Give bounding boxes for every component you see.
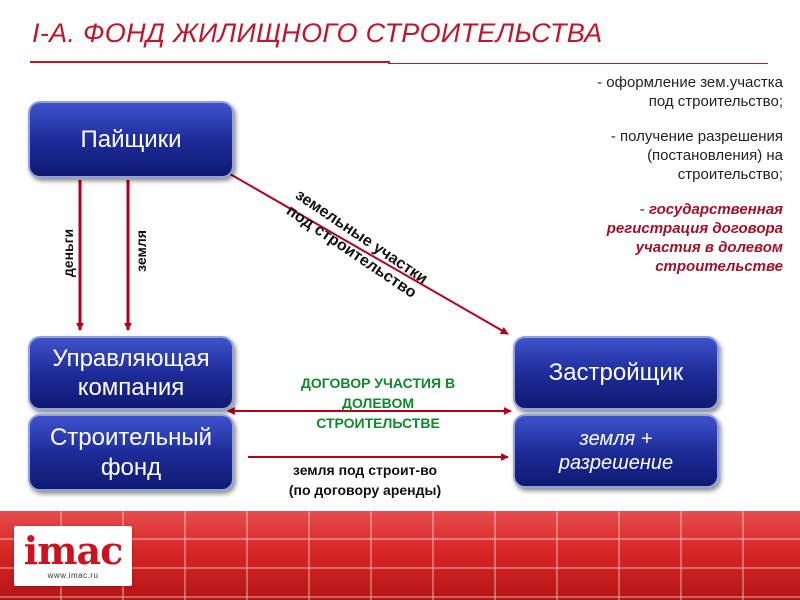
note-highlight: участия в долевом (635, 239, 783, 256)
note-line: под строительство; (648, 93, 783, 110)
box-land-permit: земля + разрешение (513, 414, 719, 488)
note-line: строительство; (677, 166, 783, 183)
title-underline-thin (388, 63, 768, 64)
note-item-land: - оформление зем.участка под строительст… (555, 73, 783, 111)
imac-logo: imac www.imac.ru (14, 526, 132, 586)
box-developer: Застройщик (513, 336, 719, 410)
note-highlight: строительстве (655, 258, 783, 275)
box-developer-label: Застройщик (548, 359, 684, 387)
box-construction-fund-line2: фонд (100, 453, 162, 481)
notes-list: - оформление зем.участка под строительст… (555, 73, 783, 276)
box-managing-company-line2: компания (77, 374, 185, 401)
note-line: - государственная (555, 200, 783, 219)
note-dash: - (639, 201, 649, 218)
label-money: деньги (60, 228, 76, 278)
page-title: I-А. ФОНД ЖИЛИЩНОГО СТРОИТЕЛЬСТВА (32, 18, 603, 48)
note-highlight: регистрация договора (606, 220, 783, 237)
note-highlight: государственная (648, 201, 783, 218)
note-item-permit: - получение разрешения (постановления) н… (555, 127, 783, 184)
title-underline (30, 61, 390, 63)
box-land-permit-line2: разрешение (558, 452, 674, 474)
label-lease-line1: земля под строит-во (292, 462, 438, 478)
label-lease-line2: (по договору аренды) (288, 482, 442, 498)
label-contract-line3: СТРОИТЕЛЬСТВЕ (316, 415, 440, 431)
box-construction-fund-line1: Строительный (49, 424, 213, 452)
arrow-diagonal-land (229, 173, 509, 335)
box-managing-company: Управляющая компания (28, 336, 234, 410)
imac-logo-text: imac (23, 528, 123, 573)
note-line: - оформление зем.участка (597, 74, 783, 91)
label-lease: земля под строит-во (по договору аренды) (256, 460, 474, 500)
note-line: (постановления) на (647, 147, 783, 164)
box-payshchiki: Пайщики (28, 101, 234, 178)
label-contract: ДОГОВОР УЧАСТИЯ В ДОЛЕВОМ СТРОИТЕЛЬСТВЕ (262, 373, 494, 433)
imac-logo-url: www.imac.ru (47, 571, 99, 580)
box-payshchiki-label: Пайщики (80, 125, 182, 153)
label-contract-line2: ДОЛЕВОМ (342, 395, 414, 411)
box-land-permit-line1: земля + (579, 427, 653, 450)
note-item-registration: - государственная регистрация договора у… (555, 200, 783, 276)
label-contract-line1: ДОГОВОР УЧАСТИЯ В (300, 375, 456, 391)
note-line: - получение разрешения (610, 128, 783, 145)
footer-band (0, 511, 800, 600)
label-land: земля (133, 230, 149, 272)
box-managing-company-line1: Управляющая (52, 344, 210, 372)
box-construction-fund: Строительный фонд (28, 414, 234, 491)
